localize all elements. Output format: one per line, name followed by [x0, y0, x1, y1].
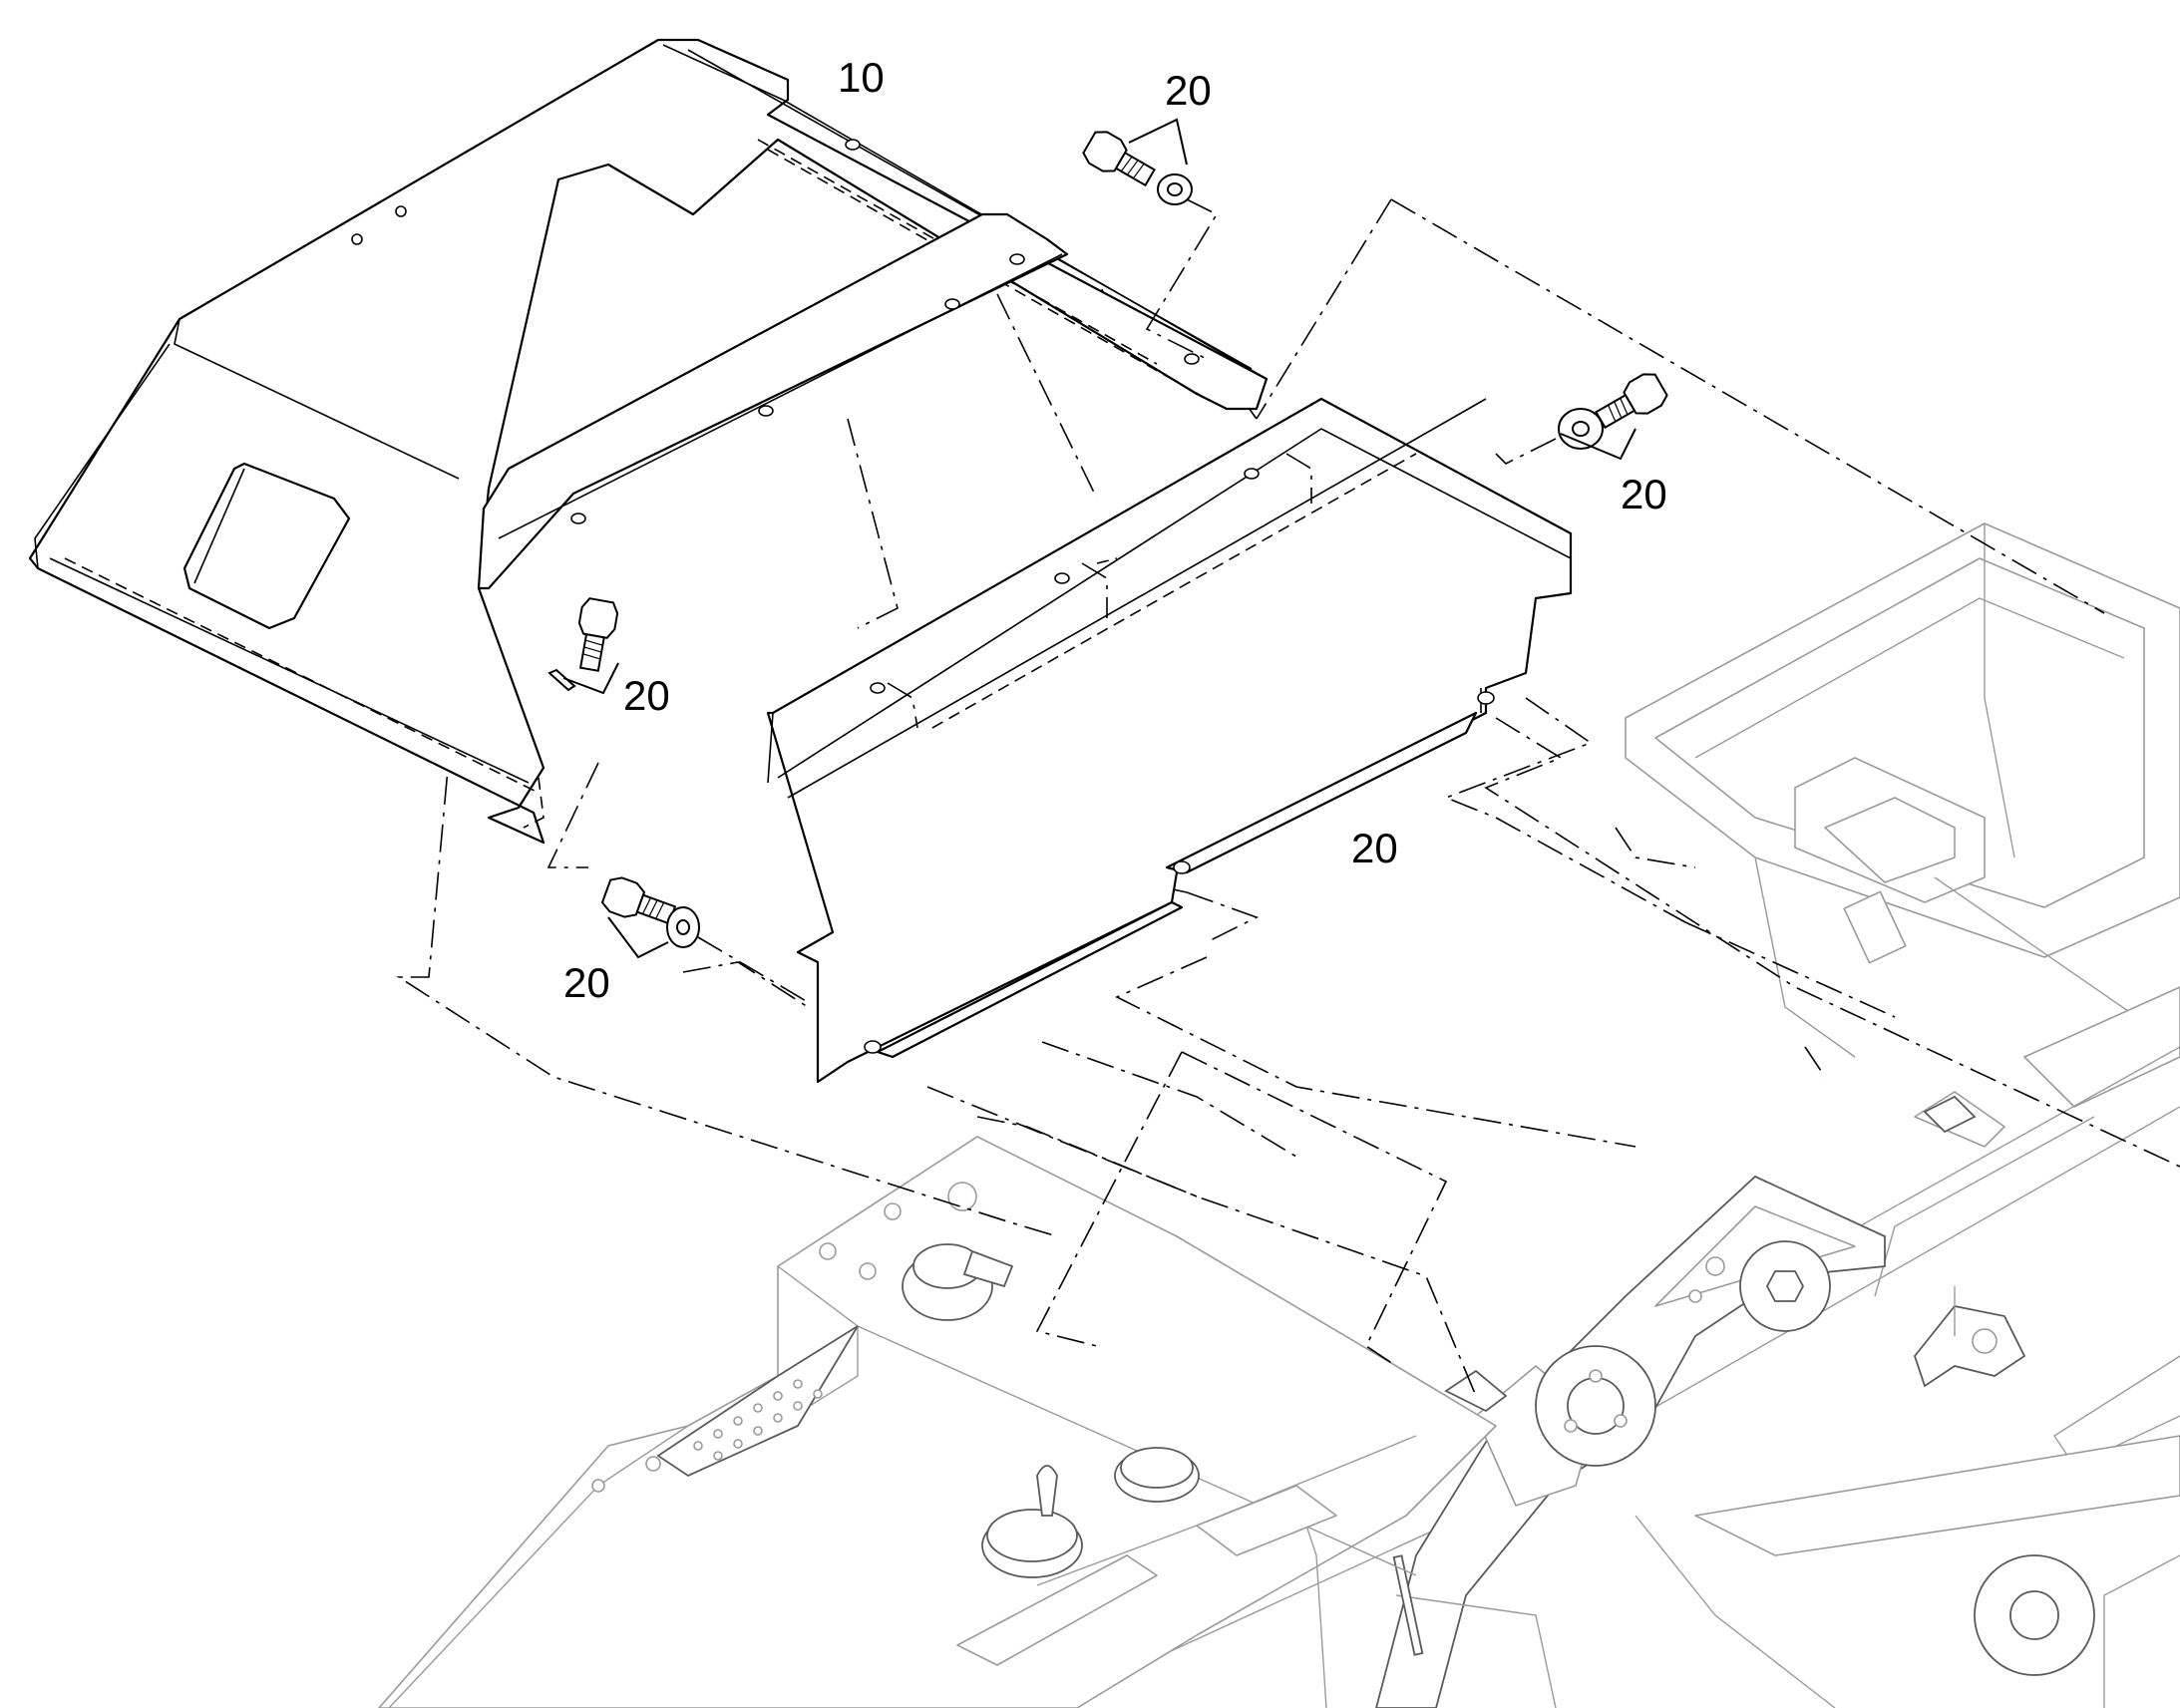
callout-20-right: 20 — [1621, 471, 1667, 517]
hardware-set-lower — [600, 876, 809, 1003]
hardware-set-right — [1495, 373, 1668, 465]
hood-rear-flange — [477, 139, 1200, 590]
callout-10: 10 — [838, 54, 885, 101]
callout-20-lower: 20 — [563, 959, 610, 1006]
guard-panel — [766, 397, 1573, 1084]
callout-20-left: 20 — [623, 672, 670, 719]
callout-leaders — [562, 118, 1636, 959]
deck-fittings — [591, 1182, 1200, 1578]
hardware-set-top — [1082, 131, 1219, 360]
callout-labels: 10 20 20 20 20 20 — [563, 54, 1667, 1006]
assembly-phantom-lines — [396, 198, 2180, 1397]
perforation-holes — [693, 1379, 823, 1461]
machine-frame-background — [378, 522, 2180, 1708]
callout-20-panel: 20 — [1351, 825, 1398, 871]
callout-20-top: 20 — [1165, 67, 1212, 114]
hardware-set-left — [547, 597, 619, 692]
